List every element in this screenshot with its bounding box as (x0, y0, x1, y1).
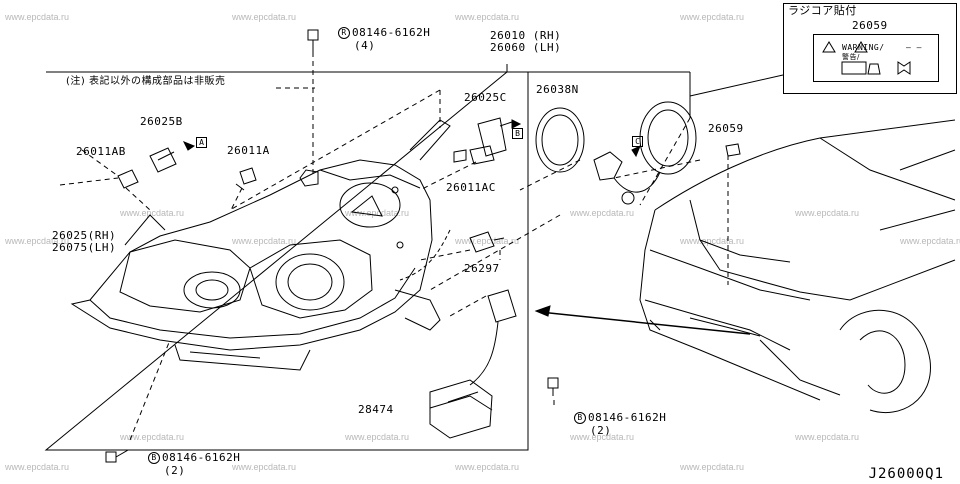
top-mount-tab (299, 169, 319, 187)
watermark: www.epcdata.ru (120, 208, 185, 218)
watermark: www.epcdata.ru (120, 432, 185, 442)
part-label: 26011A (227, 144, 270, 157)
bulb-26297 (399, 229, 505, 281)
diagram-code: J26000Q1 (868, 466, 944, 482)
reference-marker-b: B (512, 128, 523, 139)
bolt-qty: (2) (590, 424, 612, 437)
watermark: www.epcdata.ru (680, 236, 745, 246)
leader-lines (59, 52, 729, 441)
part-label: 26297 (464, 262, 500, 275)
lamp-symbol-icon (841, 61, 867, 75)
watermark: www.epcdata.ru (455, 236, 520, 246)
part-label: 26025(RH) (52, 229, 117, 242)
watermark: www.epcdata.ru (795, 432, 860, 442)
parts-frame (44, 64, 529, 451)
part-label: 28474 (358, 403, 394, 416)
bolts (105, 29, 559, 463)
watermark: www.epcdata.ru (5, 12, 70, 22)
headlamp-housing (70, 119, 451, 371)
watermark: www.epcdata.ru (5, 236, 70, 246)
part-label: 26011AC (446, 181, 496, 194)
bolt-code: 08146-6162H (588, 411, 667, 424)
part-label: 26010 (RH) (490, 29, 562, 42)
person-icon (867, 63, 881, 75)
watermark: www.epcdata.ru (232, 462, 297, 472)
sticker-marker (725, 143, 741, 157)
bolt-qty: (2) (164, 464, 186, 477)
part-label: 26075(LH) (52, 241, 117, 254)
part-label: 26038N (536, 83, 579, 96)
bolt-qty: (4) (354, 39, 376, 52)
warning-text-jp: 警告/ (842, 53, 860, 61)
part-label: 26011AB (76, 145, 126, 158)
note-text: (注) 表記以外の構成部品は非販売 (66, 76, 226, 87)
warning-label-card (813, 34, 939, 82)
vehicle-outline (639, 119, 956, 414)
reference-marker-c: C (632, 136, 643, 147)
label-inset (783, 3, 957, 94)
bolt-symbol-r: R (338, 27, 350, 39)
part-label: 26060 (LH) (490, 41, 562, 54)
hid-bulb-26025C (453, 117, 522, 165)
watermark: www.epcdata.ru (345, 208, 410, 218)
reference-marker-a: A (196, 137, 207, 148)
watermark: www.epcdata.ru (455, 462, 520, 472)
location-arrow (539, 311, 751, 335)
watermark: www.epcdata.ru (232, 12, 297, 22)
manual-book-icon (897, 61, 911, 75)
bolt-symbol-b: B (148, 452, 160, 464)
bolt-code: 08146-6162H (352, 26, 431, 39)
watermark: www.epcdata.ru (680, 12, 745, 22)
warning-icon (854, 41, 868, 53)
location-arrowhead (534, 305, 551, 317)
part-label: 26059 (708, 122, 744, 135)
bulb-socket-26025B (117, 141, 257, 191)
part-label: 26025B (140, 115, 183, 128)
part-label: 26025C (464, 91, 507, 104)
watermark: www.epcdata.ru (570, 208, 635, 218)
watermark: www.epcdata.ru (455, 12, 520, 22)
watermark: www.epcdata.ru (795, 208, 860, 218)
watermark: www.epcdata.ru (5, 462, 70, 472)
inset-part-number: 26059 (852, 19, 888, 32)
cover-26038N (535, 101, 697, 205)
ballast-28474 (429, 289, 517, 439)
bolt-code: 08146-6162H (162, 451, 241, 464)
inset-title: ラジコア貼付 (788, 4, 857, 17)
watermark: www.epcdata.ru (680, 462, 745, 472)
watermark: www.epcdata.ru (900, 236, 960, 246)
warning-text: WARNING/ (842, 43, 885, 52)
watermark: www.epcdata.ru (345, 432, 410, 442)
watermark: www.epcdata.ru (570, 432, 635, 442)
bolt-symbol-b: B (574, 412, 586, 424)
warning-icon (822, 41, 836, 53)
watermark: www.epcdata.ru (232, 236, 297, 246)
inset-leader (689, 74, 784, 97)
